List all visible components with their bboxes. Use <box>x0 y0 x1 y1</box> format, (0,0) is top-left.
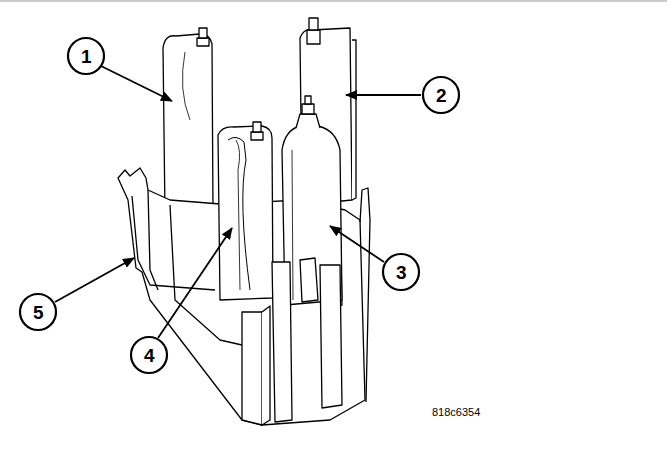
callout-number: 2 <box>436 86 447 105</box>
callout-number: 3 <box>396 263 407 282</box>
leader-lines <box>55 66 421 338</box>
figure-code: 818c6354 <box>432 407 480 418</box>
callout-number: 5 <box>33 303 44 322</box>
callout-circles <box>20 38 459 373</box>
callout-number: 1 <box>81 47 92 66</box>
callout-number: 4 <box>144 346 155 365</box>
